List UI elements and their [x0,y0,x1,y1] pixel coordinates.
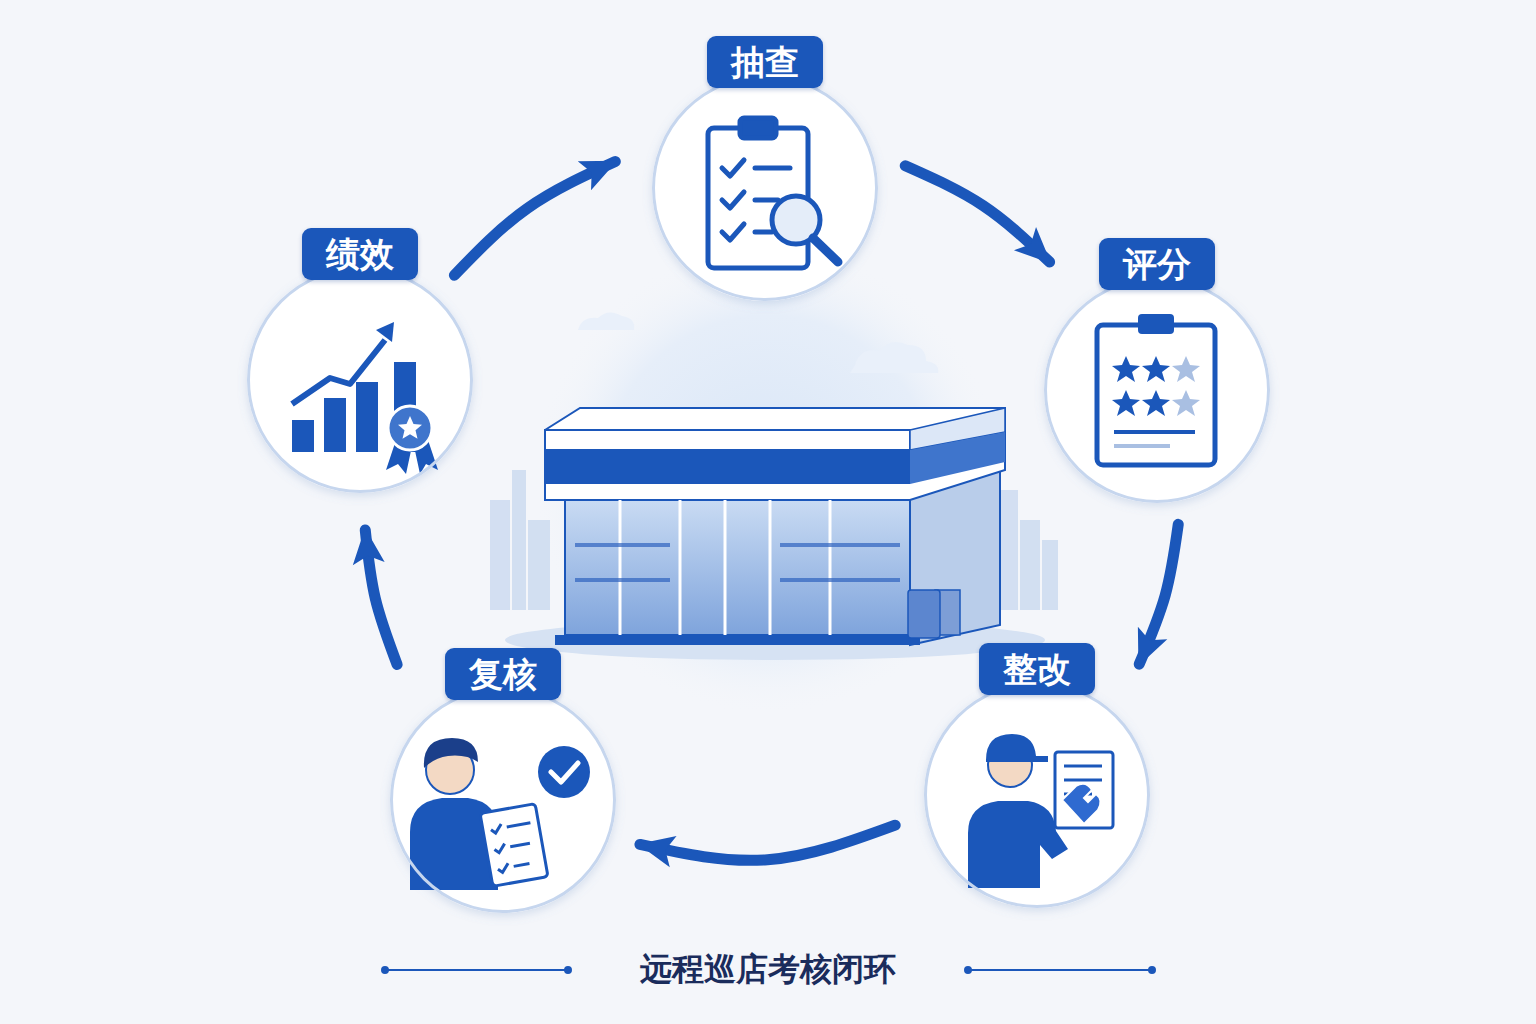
store-illustration [490,245,1058,715]
step-circle: 评分 [1044,277,1270,503]
step-circle: 复核 [390,687,616,913]
caption: 远程巡店考核闭环 [0,948,1536,992]
circle-ground [247,75,1270,913]
performance-chart-icon [292,322,438,474]
worker-icon [968,734,1113,888]
step-circle: 抽查 [652,75,878,301]
cycle-arrow [640,825,895,860]
step-label-text: 绩效 [326,234,394,274]
cycle-arrow [454,162,615,276]
step-label: 抽查 [707,36,823,88]
step-label: 绩效 [302,228,418,280]
cycle-arrow [905,166,1049,262]
step-circle: 绩效 [247,267,473,493]
step-label: 评分 [1099,238,1215,290]
step-label: 整改 [979,643,1095,695]
rating-clipboard-icon [1097,314,1215,465]
step-label-text: 复核 [469,654,537,694]
step-label-text: 评分 [1123,244,1191,284]
reviewer-icon [410,738,590,890]
caption-text: 远程巡店考核闭环 [634,950,902,988]
step-label-text: 整改 [1003,649,1071,689]
step-label-text: 抽查 [731,42,799,82]
step-circle: 整改 [924,682,1150,908]
cycle-arrow [365,530,397,665]
step-label: 复核 [445,648,561,700]
clipboard-magnifier-icon [708,118,838,268]
cycle-arrow [1139,524,1178,664]
